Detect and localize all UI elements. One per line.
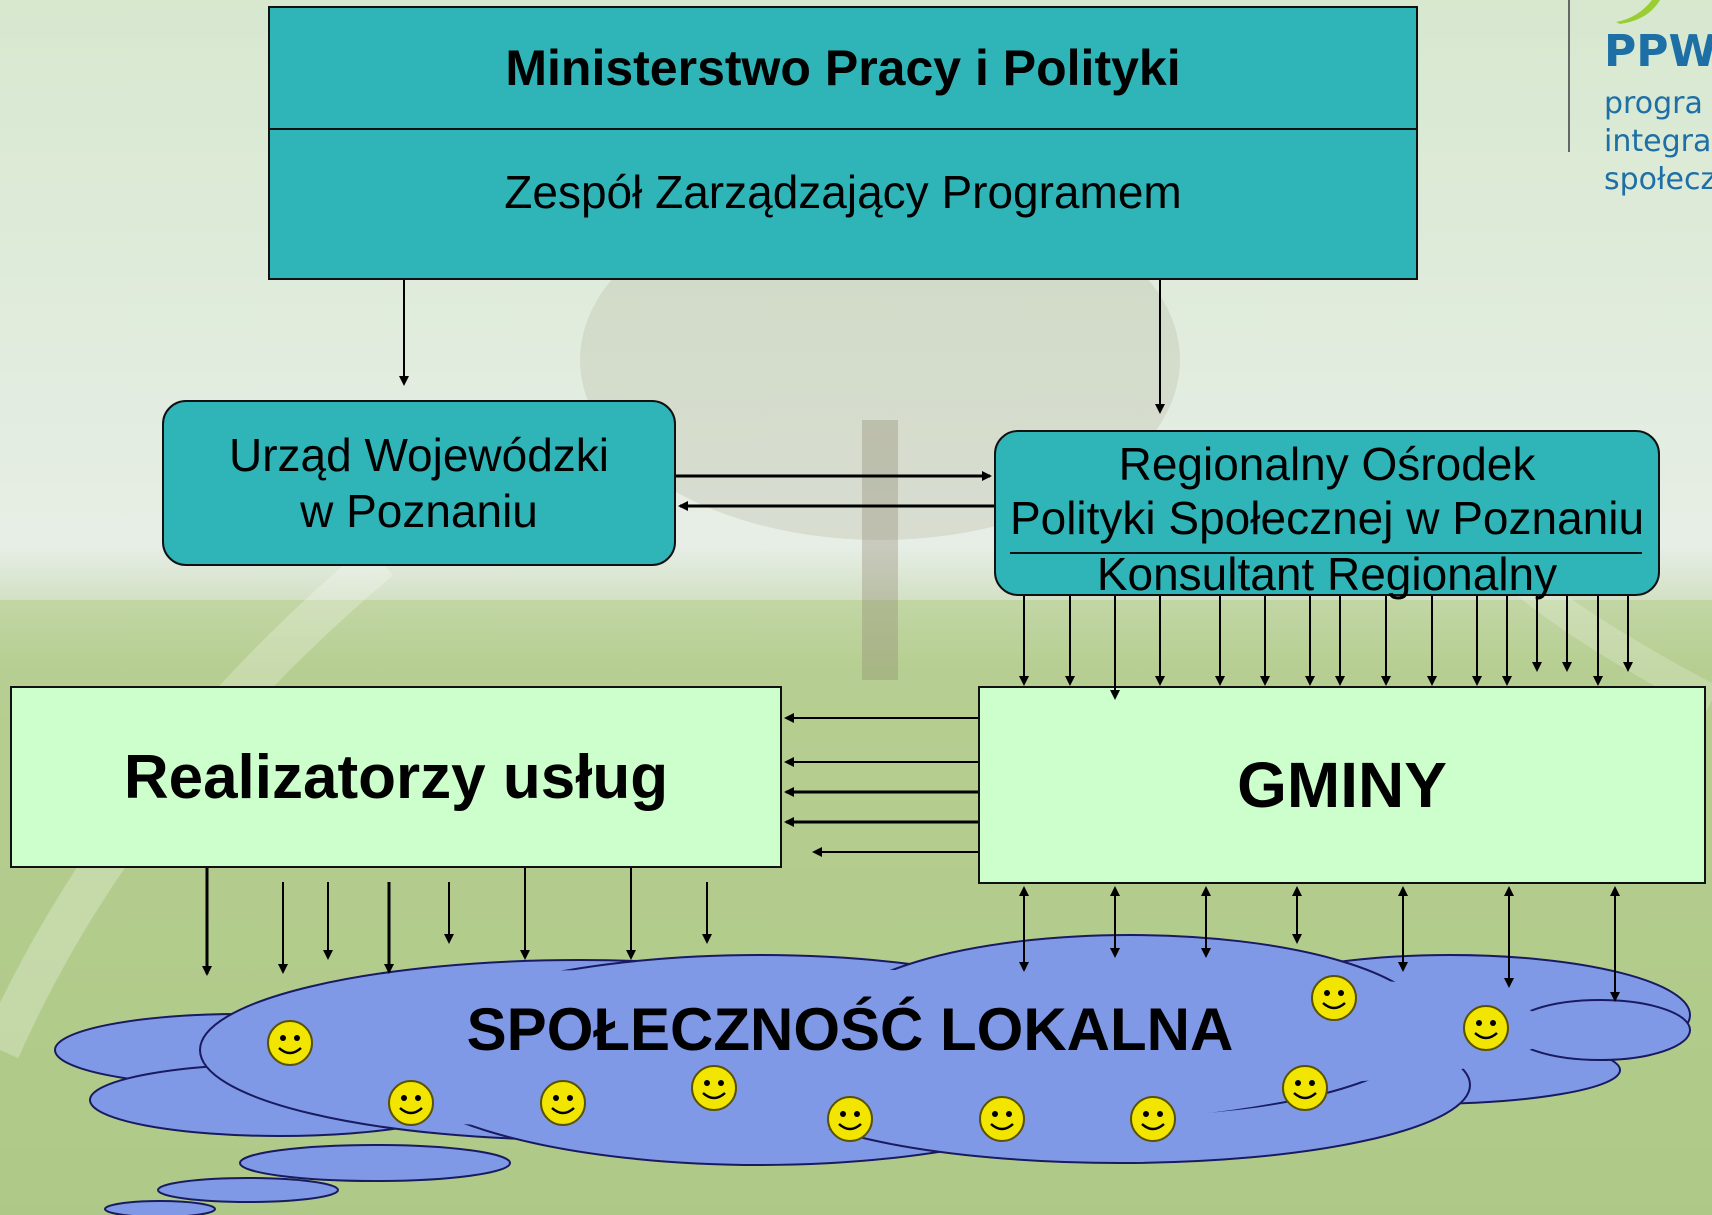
rops-line3: Konsultant Regionalny xyxy=(1096,548,1558,600)
urzad-wojewodzki-box: Urząd Wojewódzki w Poznaniu xyxy=(162,400,676,566)
spolecznosc-label: SPOŁECZNOŚĆ LOKALNA xyxy=(466,995,1234,1063)
thought-bubbles xyxy=(104,1144,511,1215)
rops-line1: Regionalny Ośrodek xyxy=(1118,438,1536,490)
logo-leaf-icon xyxy=(1616,0,1660,24)
gminy-label: GMINY xyxy=(1237,749,1447,821)
smiley-icon xyxy=(1462,1004,1510,1052)
logo-name: PPW xyxy=(1604,26,1712,77)
realizatorzy-label: Realizatorzy usług xyxy=(123,742,669,812)
ministry-title: Ministerstwo Pracy i Polityki xyxy=(505,40,1181,96)
arrows-rops-gminy xyxy=(1019,596,1633,700)
ministry-box: Ministerstwo Pracy i Polityki Zespół Zar… xyxy=(268,6,1418,280)
smiley-icon xyxy=(266,1019,314,1067)
urzad-line1: Urząd Wojewódzki xyxy=(228,429,610,481)
tree-trunk xyxy=(862,420,898,680)
rops-line2: Polityki Społecznej w Poznaniu xyxy=(1009,492,1645,544)
ministry-divider xyxy=(270,128,1416,130)
smiley-icon xyxy=(690,1064,738,1112)
smiley-icon xyxy=(1129,1095,1177,1143)
logo-line1: progra xyxy=(1604,86,1703,121)
smiley-icon xyxy=(826,1095,874,1143)
rops-box: Regionalny Ośrodek Polityki Społecznej w… xyxy=(994,430,1660,600)
rops-divider xyxy=(1010,552,1642,554)
logo-line3: społecz xyxy=(1604,162,1712,197)
arrows-gminy-realizatorzy xyxy=(784,713,978,857)
arrows-gminy-cloud xyxy=(1019,886,1620,1002)
smiley-icon xyxy=(1310,974,1358,1022)
smiley-icon xyxy=(387,1079,435,1127)
ministry-subtitle: Zespół Zarządzający Programem xyxy=(504,166,1182,218)
arrows-realizatorzy-cloud xyxy=(202,868,712,976)
realizatorzy-box: Realizatorzy usług xyxy=(10,686,782,868)
smiley-icon xyxy=(978,1095,1026,1143)
smiley-icon xyxy=(1281,1064,1329,1112)
smiley-icon xyxy=(539,1079,587,1127)
logo-line2: integra xyxy=(1604,124,1712,159)
logo-divider xyxy=(1568,0,1570,152)
gminy-box: GMINY xyxy=(978,686,1706,884)
ppw-logo: PPW progra integra społecz xyxy=(1568,0,1712,210)
urzad-line2: w Poznaniu xyxy=(300,485,538,537)
